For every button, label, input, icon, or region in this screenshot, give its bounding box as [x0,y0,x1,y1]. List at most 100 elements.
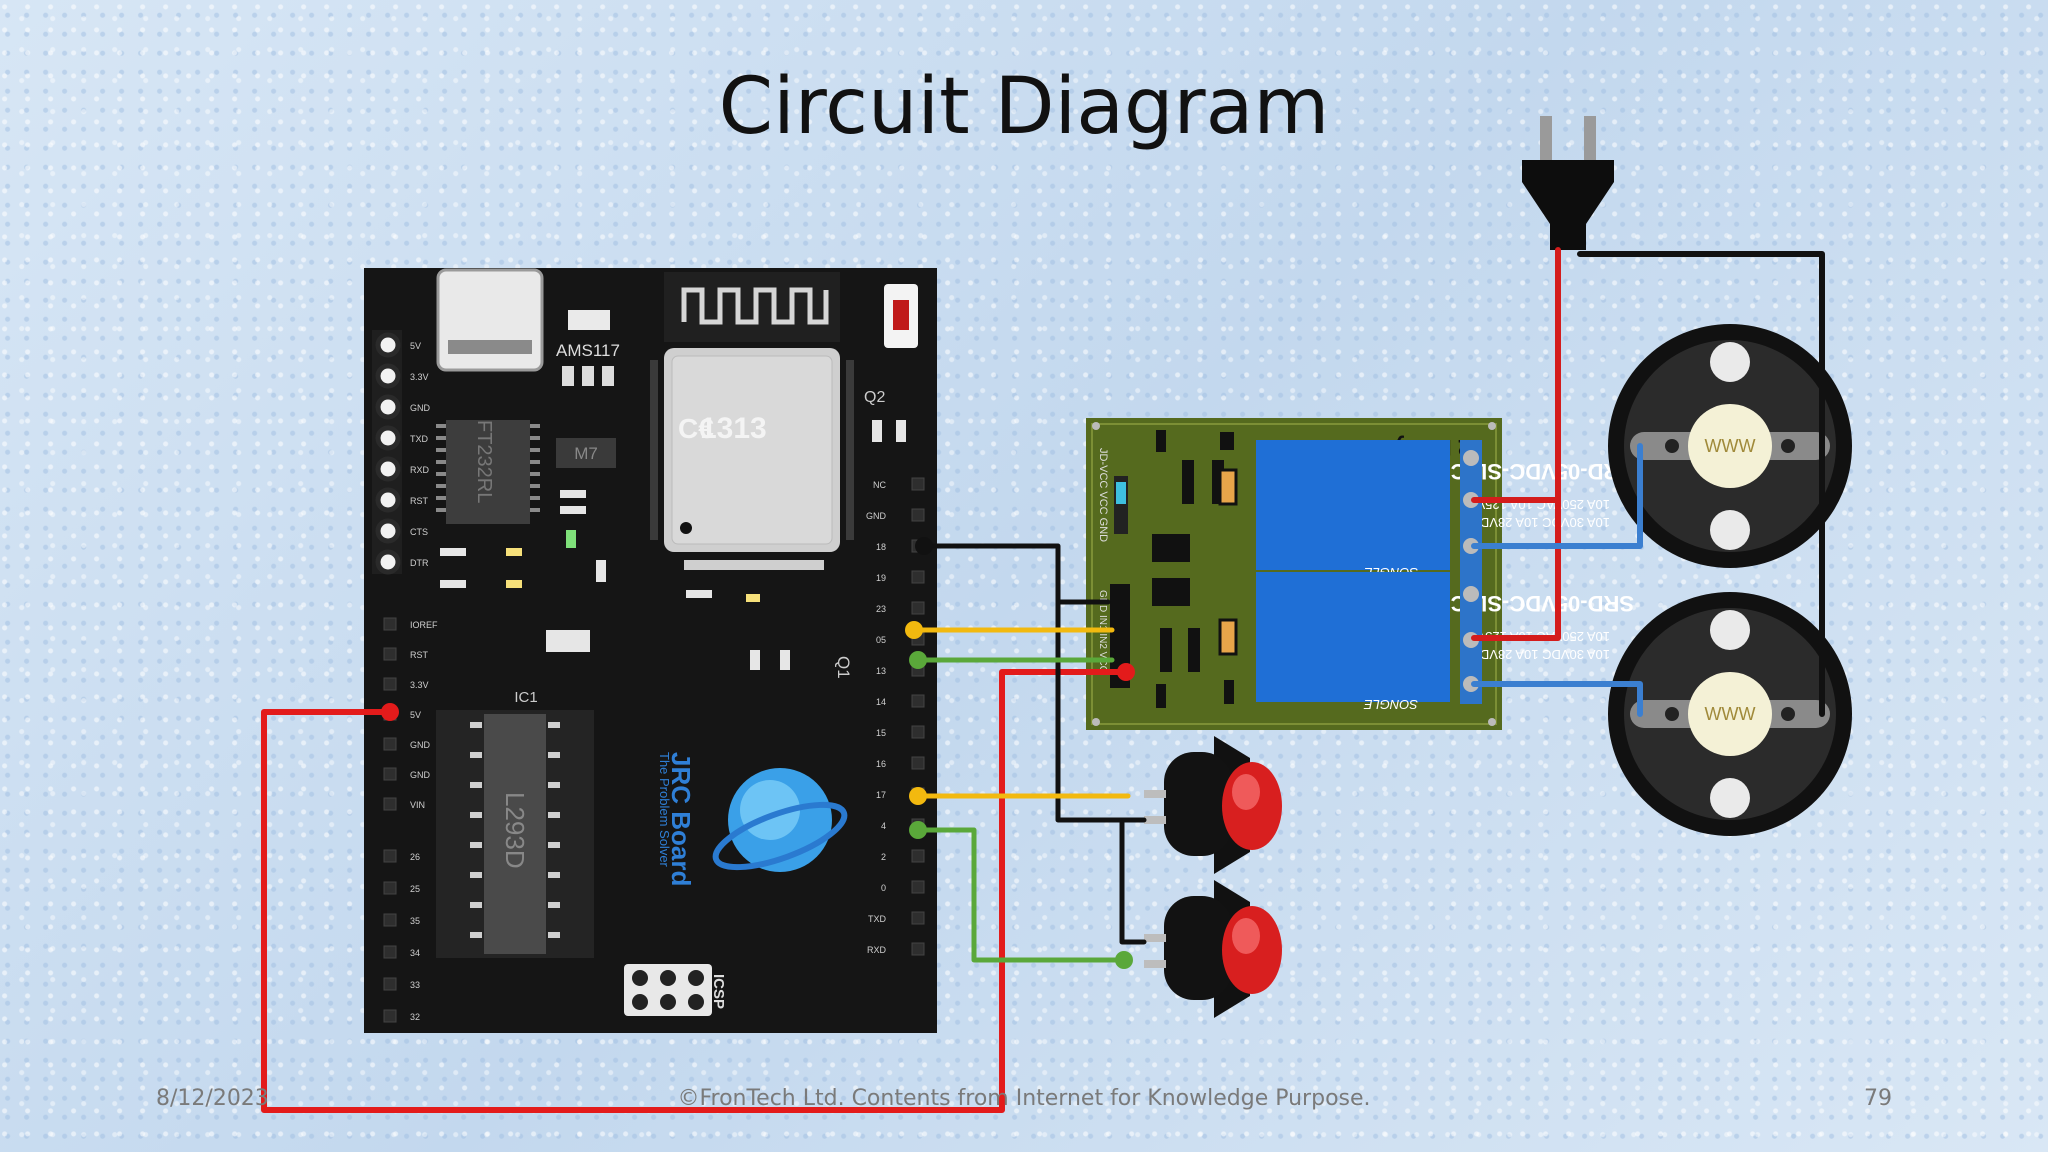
push-button-2 [1144,880,1282,1018]
analog-header-pin [383,849,397,863]
right-header-pin [911,725,925,739]
wire-relay1-blue [1471,443,1643,549]
analog-header-pin [383,945,397,959]
brand-label: JRC Board [666,752,696,886]
wire-mains-live-red [1471,247,1561,641]
right-header-pin-label: 16 [876,759,886,769]
analog-header-pin-label: 32 [410,1012,420,1022]
power-header-pin-label: VIN [410,800,425,810]
wire-mains-neutral-black [1577,251,1825,717]
right-header-pin-label: NC [873,480,886,490]
relay-1-line2: 10A 30VDC 10A 28VDC [1471,515,1610,530]
esp32-wroom-module: 1313 C€ [664,348,840,552]
power-header-pin-label: 5V [410,710,421,720]
power-header-pin [383,797,397,811]
icsp-label: ICSP [710,974,727,1009]
analog-header-pin [383,977,397,991]
left-header-pin [375,487,401,513]
analog-header-pin [383,913,397,927]
left-header-pin-label: TXD [410,434,429,444]
icsp-header: ICSP [624,964,727,1016]
right-header-pin-label: 17 [876,790,886,800]
l293d-driver-chip: L293D IC1 [436,689,594,958]
power-header-pin-label: IOREF [410,620,438,630]
right-header-pin-label: 19 [876,573,886,583]
push-button-1 [1144,736,1282,874]
relay-terminals [1460,440,1482,704]
left-header-pin [375,332,401,358]
left-header-pin-label: DTR [410,558,429,568]
relay-module: 2 Relay Module JD-VCC VCC GND SRD-05VDC-… [1086,418,1634,730]
right-header-pin [911,756,925,770]
left-header-pin-label: 5V [410,341,421,351]
q1-label: Q1 [834,656,853,679]
svg-text:C€: C€ [678,413,714,444]
jrc-board-logo: JRC Board The Problem Solver [657,752,848,886]
left-header-pin [375,518,401,544]
footer-copyright: ©FronTech Ltd. Contents from Internet fo… [677,1086,1371,1111]
relay-1: SRD-05VDC-SL-C 10A 250VAC 10A 125VAC 10A… [1256,440,1634,580]
usb-chip-label: FT232RL [473,420,495,503]
bulb-holder-1: WWW [1608,324,1852,568]
wire-relay2-blue [1471,681,1643,717]
analog-header-pin [383,1009,397,1023]
module-mark: 1313 [700,412,767,445]
right-header-pin-label: TXD [868,914,887,924]
right-header-pin-label: 23 [876,604,886,614]
left-header-pin [375,456,401,482]
bulb-2-filament: WWW [1705,704,1756,724]
left-header-pin-label: GND [410,403,431,413]
power-header-pin-label: GND [410,770,431,780]
relay-2: SRD-05VDC-SL-C 10A 250VAC 10A 125VAC 10A… [1256,572,1634,712]
left-header-pin-label: CTS [410,527,428,537]
mains-plug [1522,116,1614,250]
left-header-pin-label: RXD [410,465,430,475]
bulb-holder-2: WWW [1608,592,1852,836]
right-header-pin-label: 18 [876,542,886,552]
analog-header-pin-label: 34 [410,948,420,958]
right-header-pin [911,911,925,925]
left-header-pin [375,549,401,575]
relay-2-line2: 10A 30VDC 10A 28VDC [1471,647,1610,662]
power-header-pin-label: GND [410,740,431,750]
regulator-label: AMS117 [556,341,620,360]
right-header-pin [911,570,925,584]
left-header-pin-label: RST [410,496,429,506]
right-header-pin [911,880,925,894]
bulb-1-filament: WWW [1705,436,1756,456]
power-header-pin-label: 3.3V [410,680,429,690]
right-header-pin [911,508,925,522]
esp32-board: AMS117 1313 C€ FT232RL M7 [364,268,937,1033]
analog-header-pin-label: 26 [410,852,420,862]
analog-header-pin [383,881,397,895]
power-header-pin [383,677,397,691]
right-header-pin [911,477,925,491]
right-header-pin-label: 0 [881,883,886,893]
wire-junctions [381,537,1135,969]
right-header-pin [911,601,925,615]
wire-gnd-black [921,543,1147,945]
power-header-pin-label: RST [410,650,429,660]
wire-gpio17-green [915,827,1127,963]
footer-date: 8/12/2023 [156,1086,269,1111]
relay-header-pins: JD-VCC VCC GND [1097,448,1109,542]
power-header-pin [383,737,397,751]
diode-label: M7 [574,444,598,463]
left-header-pin [375,394,401,420]
right-header-pin [911,849,925,863]
right-header-pin-label: 4 [881,821,886,831]
analog-header-pin-label: 33 [410,980,420,990]
analog-header-pin-label: 35 [410,916,420,926]
right-header-pin [911,942,925,956]
wifi-antenna [664,272,840,342]
power-header-pin [383,617,397,631]
right-header-pin-label: 14 [876,697,886,707]
right-header-pin-label: 2 [881,852,886,862]
power-header-pin [383,647,397,661]
right-header-pin [911,694,925,708]
left-header-pin [375,363,401,389]
analog-header-pin-label: 25 [410,884,420,894]
tagline-label: The Problem Solver [657,752,672,868]
relay-2-brand: SONGLE [1363,697,1418,712]
